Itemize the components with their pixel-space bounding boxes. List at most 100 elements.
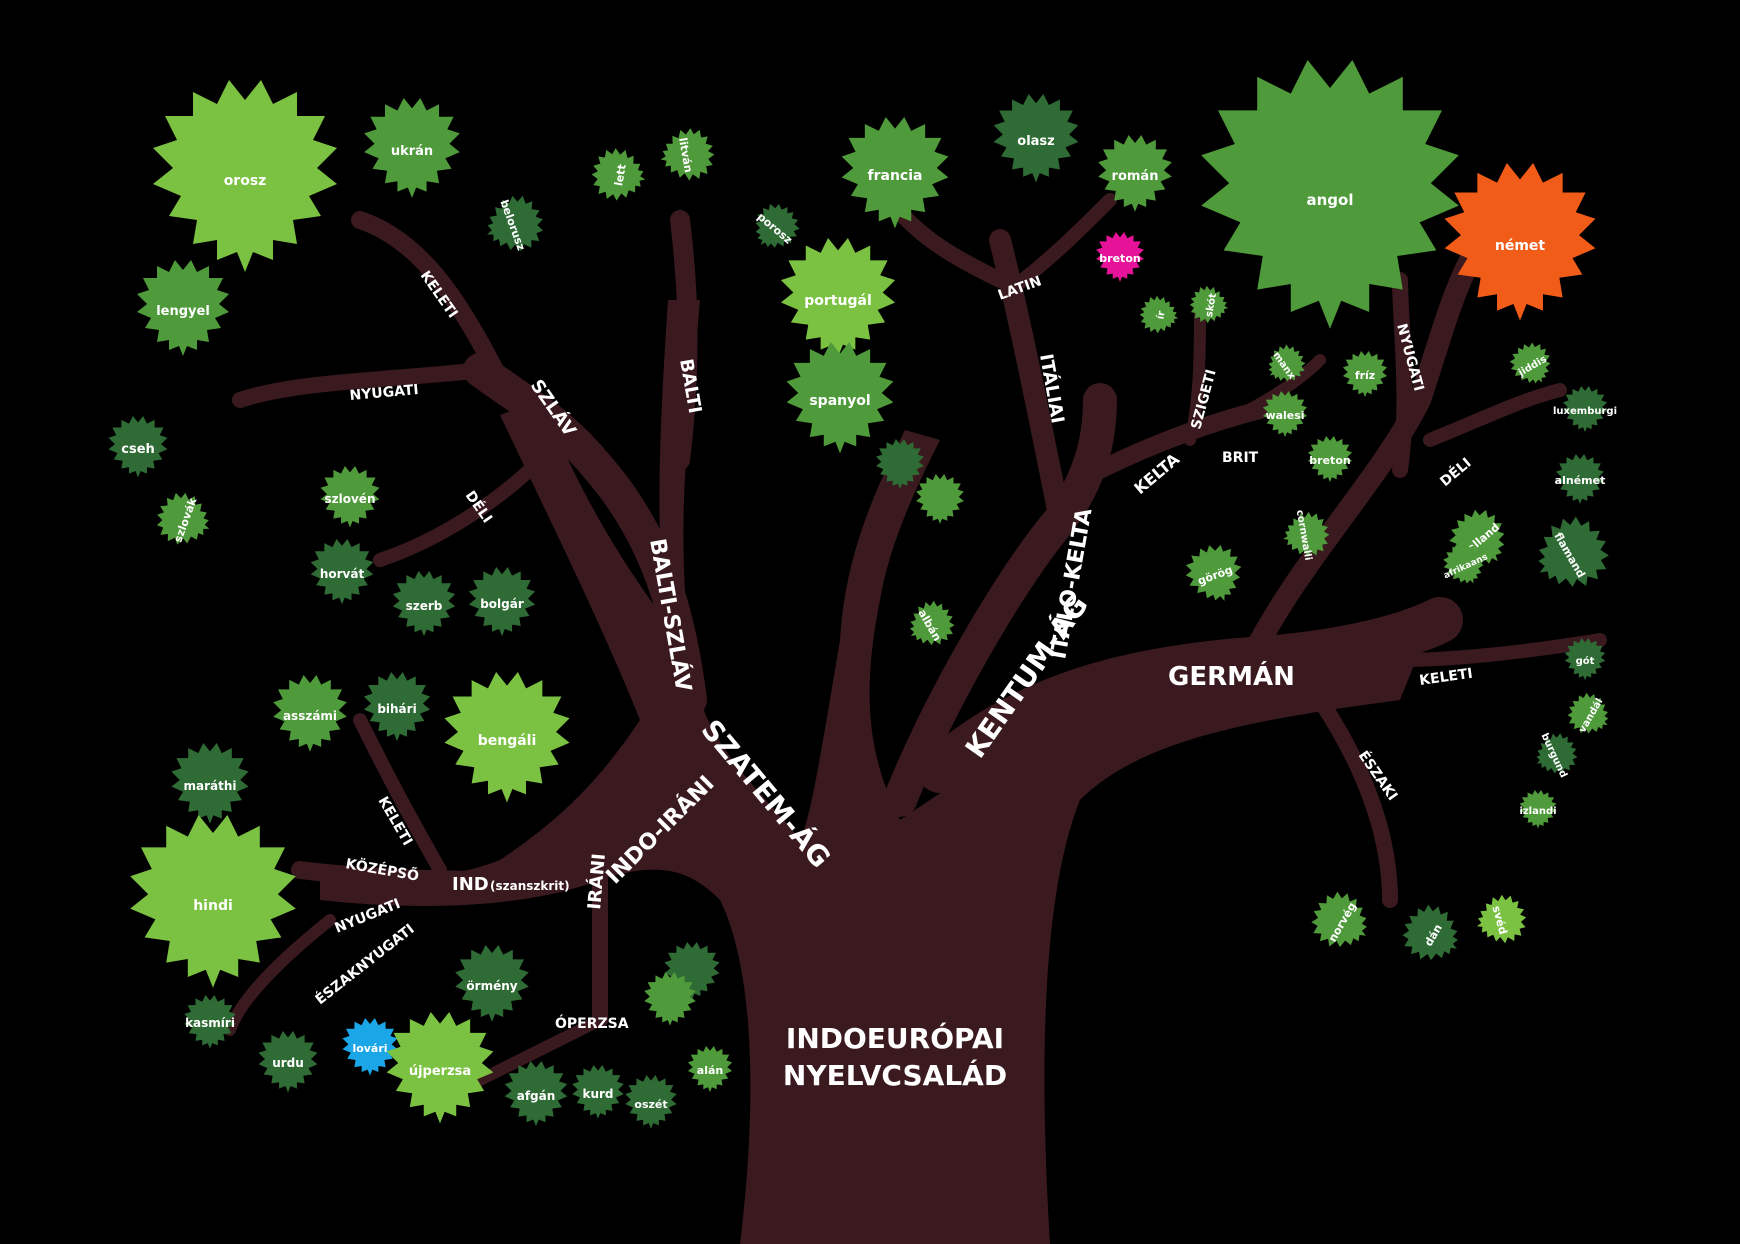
svg-text:maráthi: maráthi — [183, 779, 236, 793]
leaf-lovari: lovári — [342, 1018, 398, 1076]
leaf-flamand: flamand — [1522, 505, 1621, 603]
svg-text:kasmíri: kasmíri — [185, 1016, 235, 1030]
svg-text:skót: skót — [1203, 292, 1219, 318]
leaf-jiddis: jiddis — [1503, 335, 1560, 393]
leaf-ormeny: örmény — [455, 945, 529, 1022]
leaf-norveg: norvég — [1302, 883, 1380, 960]
svg-text:bihári: bihári — [377, 702, 416, 716]
branch-balti-szlav — [463, 353, 707, 717]
branch-szigeti — [1184, 304, 1206, 446]
leaf-portugal: portugál — [780, 238, 896, 358]
svg-text:urdu: urdu — [272, 1056, 304, 1070]
svg-text:alán: alán — [697, 1064, 723, 1077]
svg-text:bengáli: bengáli — [478, 733, 537, 749]
leaf-afgan: afgán — [504, 1061, 568, 1127]
leaf-horvat: horvát — [310, 539, 374, 605]
leaf-bihari: bihári — [363, 672, 431, 742]
diagram-title: INDOEURÓPAI NYELVCSALÁD — [783, 1021, 1007, 1092]
leaf-litvan: litván — [656, 124, 719, 185]
leaf-oszet: oszét — [625, 1075, 677, 1129]
leaf-roman: román — [1098, 135, 1172, 212]
title-line2: NYELVCSALÁD — [783, 1058, 1007, 1092]
label-german-deli: DÉLI — [1437, 454, 1475, 490]
leaf-hindi: hindi — [130, 815, 296, 988]
leaf-cornwalli: cornwalli — [1279, 509, 1333, 561]
leaf-bolgar: bolgár — [468, 567, 536, 637]
leaf-alnemet: alnémet — [1555, 454, 1605, 504]
leaf-orosz: orosz — [153, 80, 337, 272]
branch-ind-nyugati — [224, 914, 336, 1036]
title-line1: INDOEURÓPAI — [786, 1021, 1004, 1055]
branch-german-nyugati — [1392, 272, 1413, 478]
branch-ind-keleti — [353, 713, 447, 877]
svg-text:orosz: orosz — [224, 173, 267, 189]
branch-szlav-keleti — [351, 211, 509, 389]
leaf-kasmiri: kasmíri — [184, 995, 236, 1049]
branch-latin-right — [1003, 193, 1117, 297]
leaf-angol: angol — [1201, 60, 1459, 329]
branch-ind — [291, 861, 529, 889]
svg-text:román: román — [1112, 169, 1159, 184]
label-szlav-nyugati: NYUGATI — [349, 382, 419, 404]
svg-text:luxemburgi: luxemburgi — [1553, 406, 1617, 417]
svg-text:asszámi: asszámi — [283, 709, 337, 723]
leaf-bengali: bengáli — [444, 672, 570, 803]
branch-szlav-deli — [373, 453, 547, 567]
label-ind-eszaknyugati: ÉSZAKNYUGATI — [312, 920, 418, 1008]
svg-text:walesi: walesi — [1265, 409, 1304, 422]
leaf-olasz: olasz — [993, 94, 1079, 183]
branch-italo-kelta — [883, 383, 1117, 817]
svg-text:afgán: afgán — [517, 1089, 556, 1103]
leaf-breton: breton — [1307, 436, 1353, 483]
leaf-friz: fríz — [1342, 351, 1388, 398]
leaf-francia: francia — [841, 117, 949, 229]
leaf-szlovak: szlovák — [149, 486, 219, 554]
label-german-keleti: KELETI — [1418, 666, 1473, 689]
leaf-alban: albán — [899, 593, 962, 656]
leaf-burgund: burgund — [1528, 727, 1584, 782]
svg-text:német: német — [1495, 238, 1546, 254]
svg-text:szlovén: szlovén — [325, 492, 376, 506]
branch-german-eszaki — [1312, 692, 1398, 908]
svg-text:bolgár: bolgár — [480, 597, 524, 611]
label-operzsa: ÓPERZSA — [555, 1014, 629, 1032]
leaf-lett: lett — [587, 144, 650, 205]
leaf-luxemburgi: luxemburgi — [1553, 386, 1617, 433]
branch-balti — [670, 210, 698, 470]
label-brit: BRIT — [1222, 450, 1259, 466]
svg-text:litván: litván — [676, 137, 695, 174]
leaf-asszami: asszámi — [273, 675, 347, 752]
leaf-spanyol: spanyol — [786, 342, 894, 454]
svg-text:breton: breton — [1309, 454, 1350, 467]
leaf-vandal: vandál — [1560, 686, 1618, 743]
leaf-ujperzsa: újperzsa — [386, 1012, 494, 1124]
leaf-marathi: maráthi — [171, 743, 249, 824]
branch-italiai — [989, 229, 1071, 531]
svg-text:lett: lett — [612, 163, 629, 187]
svg-text:francia: francia — [868, 168, 923, 184]
label-ind-note: (szanszkrit) — [490, 879, 570, 893]
leaf-urdu: urdu — [258, 1031, 318, 1093]
svg-text:horvát: horvát — [320, 567, 365, 581]
leaf-ir: ír — [1137, 293, 1182, 337]
branch-german — [917, 597, 1463, 793]
label-ind: IND — [452, 874, 489, 895]
svg-text:kurd: kurd — [582, 1087, 613, 1101]
leaf-got: gót — [1564, 638, 1606, 681]
svg-text:breton: breton — [1099, 252, 1140, 265]
leaf-kurd: kurd — [572, 1065, 624, 1119]
svg-text:angol: angol — [1307, 191, 1354, 209]
leaf-skot: skót — [1187, 283, 1232, 327]
leaf-dan: dán — [1393, 896, 1471, 973]
leaf-sved: svéd — [1470, 890, 1532, 950]
leaf-gorog: görög — [1178, 537, 1251, 611]
svg-text:szerb: szerb — [406, 599, 443, 613]
svg-text:ukrán: ukrán — [391, 144, 433, 159]
svg-text:ír: ír — [1154, 310, 1167, 320]
svg-text:örmény: örmény — [466, 979, 517, 993]
svg-text:izlandi: izlandi — [1519, 806, 1556, 817]
trunk — [320, 300, 1420, 1244]
label-german: GERMÁN — [1168, 660, 1295, 692]
